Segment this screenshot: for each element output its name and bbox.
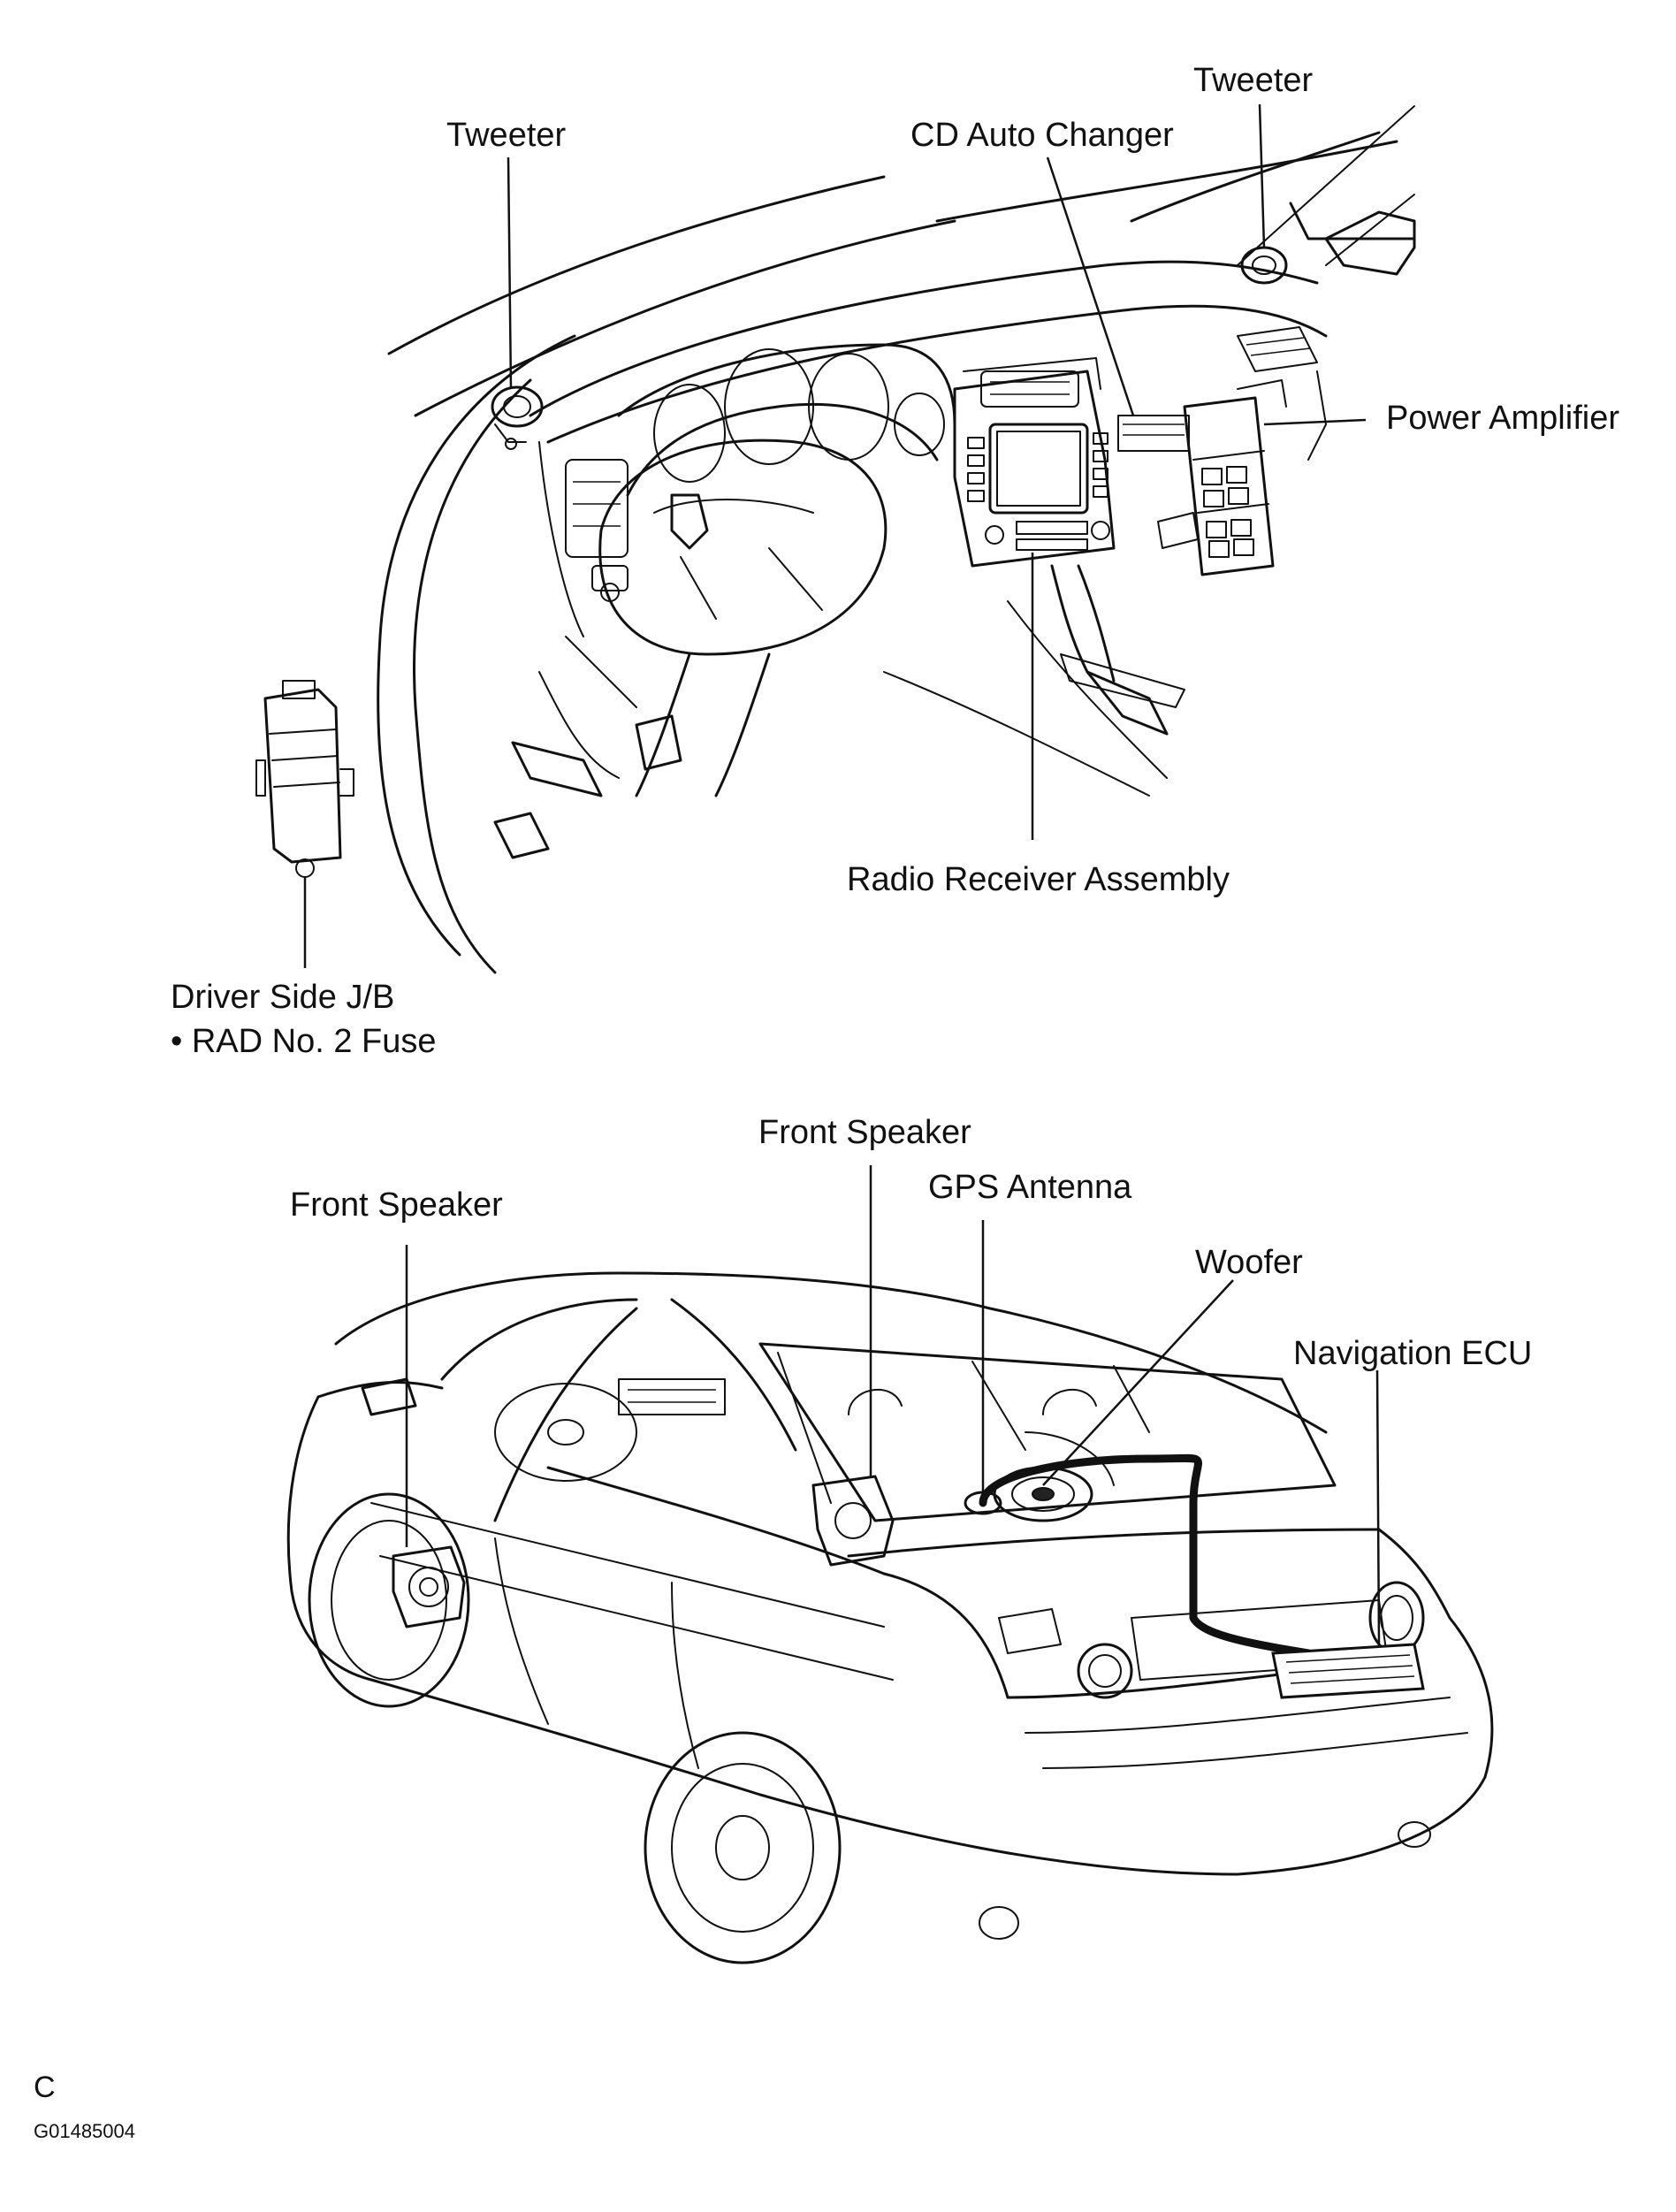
instrument-panel-illustration bbox=[255, 105, 1416, 974]
radio-receiver-assembly-label: Radio Receiver Assembly bbox=[847, 861, 1230, 898]
tweeter-left-label: Tweeter bbox=[446, 117, 567, 154]
gps-antenna-label: GPS Antenna bbox=[928, 1169, 1132, 1206]
power-amplifier-label: Power Amplifier bbox=[1386, 400, 1619, 437]
tweeter-left-part bbox=[491, 385, 544, 450]
rad-no2-fuse-label: • RAD No. 2 Fuse bbox=[171, 1023, 437, 1060]
woofer-label: Woofer bbox=[1195, 1244, 1303, 1281]
navigation-ecu-part bbox=[1271, 1643, 1425, 1699]
tweeter-right-label: Tweeter bbox=[1193, 62, 1314, 99]
navigation-ecu-label: Navigation ECU bbox=[1293, 1335, 1533, 1372]
cd-auto-changer-label: CD Auto Changer bbox=[910, 117, 1174, 154]
front-speaker-left-part bbox=[392, 1545, 466, 1628]
tweeter-right-part bbox=[1240, 246, 1288, 285]
bottom-leader-lines bbox=[405, 1165, 1381, 1647]
front-speaker-right-label: Front Speaker bbox=[758, 1114, 971, 1151]
wheels bbox=[308, 1492, 842, 1964]
driver-side-jb-part bbox=[255, 680, 354, 878]
section-letter: C bbox=[34, 2071, 56, 2104]
front-speaker-right-part bbox=[811, 1475, 895, 1567]
radio-buttons bbox=[967, 432, 1110, 551]
figure-code: G01485004 bbox=[34, 2120, 135, 2142]
vehicle-illustration bbox=[286, 1271, 1494, 1964]
driver-side-jb-label: Driver Side J/B bbox=[171, 979, 395, 1016]
top-leader-lines bbox=[303, 103, 1367, 968]
front-speaker-left-label: Front Speaker bbox=[290, 1186, 503, 1224]
